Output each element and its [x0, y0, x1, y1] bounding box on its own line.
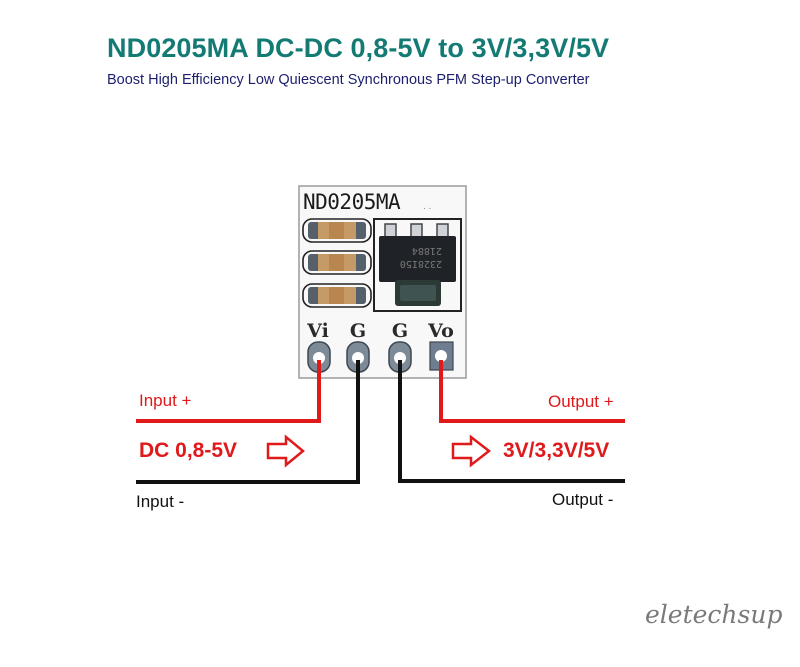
input-arrow-icon: [266, 434, 305, 468]
pin-label-g2: G: [392, 320, 408, 342]
input-plus-label: Input +: [139, 391, 192, 410]
chip-marking-line2: 21884: [412, 245, 442, 256]
output-arrow-icon: [451, 434, 492, 468]
board-dots: . .: [423, 201, 431, 212]
pad-vo[interactable]: [429, 341, 454, 371]
diagram-subtitle: Boost High Efficiency Low Quiescent Sync…: [107, 72, 590, 88]
pad-g2[interactable]: [388, 341, 412, 373]
capacitor-1: [302, 218, 372, 243]
output-plus-label: Output +: [548, 392, 614, 411]
pin-label-vi: Vi: [306, 320, 329, 342]
pad-g1[interactable]: [346, 341, 370, 373]
output-minus-label: Output -: [552, 490, 614, 509]
wire-output-minus: [398, 360, 625, 483]
input-minus-label: Input -: [136, 492, 185, 511]
capacitor-3: [302, 283, 372, 308]
pin-label-vo: Vo: [427, 320, 454, 342]
pcb-board: ND0205MA . .: [298, 185, 467, 379]
wire-input-plus: [136, 360, 321, 423]
input-voltage-label: DC 0,8-5V: [139, 439, 238, 462]
chip-marking-line1: 2328I50: [400, 258, 442, 269]
wire-input-minus: [136, 360, 360, 484]
converter-chip: 2328I50 21884: [373, 218, 462, 312]
brand-watermark: eletechsup: [645, 600, 783, 629]
board-silkscreen-label: ND0205MA: [303, 190, 401, 214]
output-voltage-label: 3V/3,3V/5V: [503, 439, 610, 462]
capacitor-2: [302, 250, 372, 275]
pin-label-g1: G: [350, 320, 366, 342]
wire-output-plus: [439, 360, 625, 423]
diagram-title: ND0205MA DC-DC 0,8-5V to 3V/3,3V/5V: [107, 33, 610, 63]
